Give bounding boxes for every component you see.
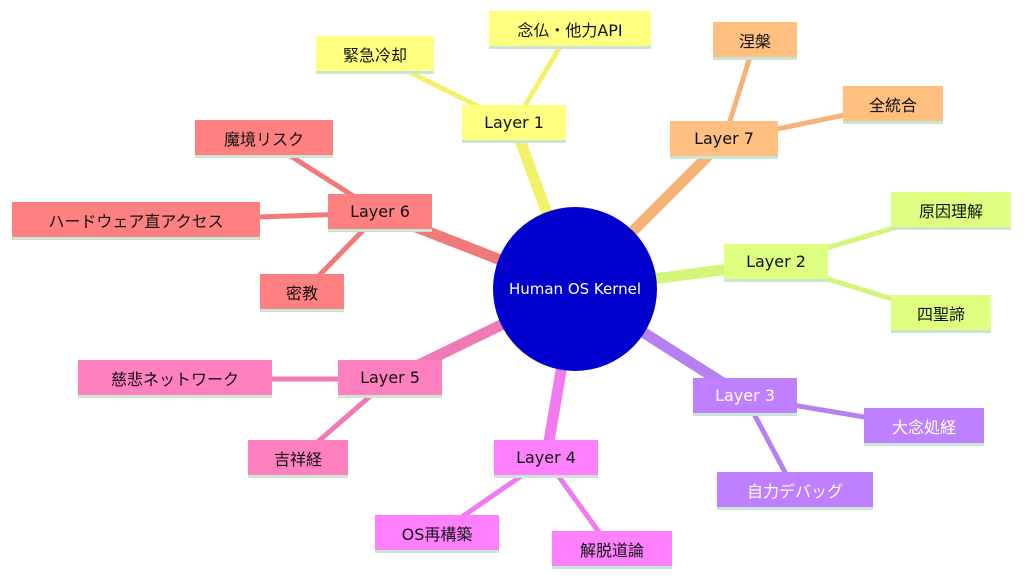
leaf-node-label: 大念処経 [891, 417, 956, 437]
branch-node-layer-1-label: Layer 1 [484, 113, 544, 132]
branch-node-layer-6[interactable]: Layer 5 [338, 360, 442, 398]
leaf-node-label: 四聖諦 [916, 304, 965, 324]
leaf-node[interactable]: 緊急冷却 [316, 36, 434, 74]
branch-node-layer-2-label: Layer 7 [694, 129, 754, 148]
branch-node-layer-2[interactable]: Layer 7 [670, 121, 778, 159]
leaf-node-label: 原因理解 [918, 201, 983, 221]
leaf-node-label: 慈悲ネットワーク [110, 369, 239, 389]
branch-node-layer-4-label: Layer 3 [715, 386, 775, 405]
branch-node-layer-3-label: Layer 2 [746, 252, 806, 271]
leaf-node[interactable]: 密教 [260, 274, 344, 312]
leaf-node[interactable]: 全統合 [843, 86, 943, 124]
leaf-node[interactable]: 念仏・他力API [489, 11, 651, 49]
leaf-node-label: 密教 [285, 283, 318, 303]
leaf-node[interactable]: 涅槃 [713, 22, 797, 60]
branch-node-layer-7[interactable]: Layer 6 [328, 194, 432, 232]
leaf-node[interactable]: 自力デバッグ [717, 472, 873, 510]
leaf-node-label: 魔境リスク [223, 129, 304, 149]
leaf-node-label: 解脱道論 [579, 540, 644, 560]
leaf-node-label: OS再構築 [401, 524, 473, 544]
leaf-node[interactable]: OS再構築 [375, 515, 499, 553]
leaf-node[interactable]: 原因理解 [891, 192, 1011, 230]
center-node[interactable]: Human OS Kernel [493, 207, 657, 371]
leaf-node[interactable]: 魔境リスク [195, 120, 333, 158]
leaf-node[interactable]: 慈悲ネットワーク [78, 360, 272, 398]
center-node-label: Human OS Kernel [508, 280, 642, 298]
leaf-node-label: 吉祥経 [273, 449, 322, 469]
leaf-node[interactable]: 四聖諦 [891, 295, 991, 333]
leaf-node-label: 全統合 [868, 95, 917, 115]
leaf-node-label: 自力デバッグ [746, 481, 843, 501]
leaf-node-label: 涅槃 [738, 31, 771, 51]
branch-node-layer-1[interactable]: Layer 1 [462, 105, 566, 143]
branch-node-layer-6-label: Layer 5 [360, 368, 420, 387]
branch-node-layer-5-label: Layer 4 [516, 448, 576, 467]
leaf-node[interactable]: ハードウェア直アクセス [12, 202, 260, 240]
branch-node-layer-7-label: Layer 6 [350, 202, 410, 221]
branch-node-layer-4[interactable]: Layer 3 [693, 378, 797, 416]
leaf-node[interactable]: 解脱道論 [552, 531, 672, 569]
branch-node-layer-3[interactable]: Layer 2 [724, 244, 828, 282]
leaf-node-label: ハードウェア直アクセス [48, 211, 224, 231]
leaf-node[interactable]: 大念処経 [864, 408, 984, 446]
leaf-node-label: 念仏・他力API [517, 20, 623, 40]
leaf-node[interactable]: 吉祥経 [248, 440, 348, 478]
leaf-node-label: 緊急冷却 [342, 45, 407, 65]
branch-node-layer-5[interactable]: Layer 4 [494, 440, 598, 478]
